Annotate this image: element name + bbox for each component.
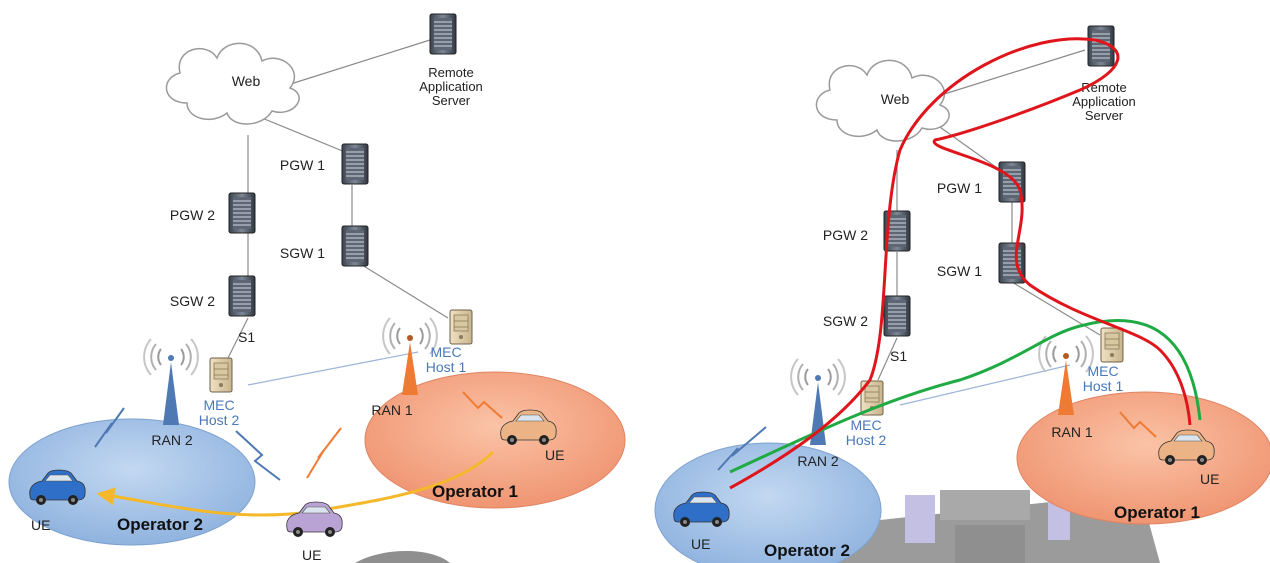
ue-mobile-label: UE <box>302 547 321 563</box>
right-web-label: Web <box>881 91 910 107</box>
left-diagram: Web Remote Application Server PGW 1 SGW … <box>8 13 626 563</box>
right-operator2-area <box>654 442 882 563</box>
op2-signal-icon <box>94 407 125 448</box>
s1-label: S1 <box>238 329 255 345</box>
right-sgw2-server-icon <box>883 295 911 337</box>
operator1-area <box>364 371 626 509</box>
ran1-tower-icon <box>402 342 418 395</box>
mec2-label-line1: MEC <box>203 397 234 413</box>
right-operator2-label: Operator 2 <box>764 541 850 560</box>
operator2-area <box>8 418 256 546</box>
right-ue-op2-label: UE <box>691 536 710 552</box>
ue-op1-label: UE <box>545 447 564 463</box>
op1-signal-icon <box>462 391 503 419</box>
right-op2-signal-icon <box>717 426 767 471</box>
right-ran1-tower-icon <box>1058 360 1074 415</box>
right-diagram: Web Remote Application Server PGW 1 SGW … <box>654 25 1270 563</box>
right-mec2-label-line2: Host 2 <box>846 432 887 448</box>
mobile-signal-ran2-icon <box>235 430 281 481</box>
mobile-signal-ran1-icon <box>306 427 342 479</box>
sgw1-label: SGW 1 <box>280 245 325 261</box>
right-ue-op1-label: UE <box>1200 471 1219 487</box>
remote-server-icon <box>429 13 457 55</box>
ran1-label: RAN 1 <box>371 402 412 418</box>
operator1-label: Operator 1 <box>432 482 518 501</box>
mec2-host-icon <box>209 357 233 393</box>
right-mec1-label-line1: MEC <box>1087 363 1118 379</box>
right-mec1-host-icon <box>1100 327 1124 363</box>
right-sgw1-label: SGW 1 <box>937 263 982 279</box>
ran2-tower-icon <box>163 362 179 425</box>
right-ran1-label: RAN 1 <box>1051 424 1092 440</box>
ran2-label: RAN 2 <box>151 432 192 448</box>
ue-op2-label: UE <box>31 517 50 533</box>
remote-label-line3: Server <box>432 93 471 108</box>
right-ran2-label: RAN 2 <box>797 453 838 469</box>
pgw2-label: PGW 2 <box>170 207 215 223</box>
right-operator1-label: Operator 1 <box>1114 503 1200 522</box>
red-cloud-path <box>729 37 1192 490</box>
pgw1-server-icon <box>341 143 369 185</box>
right-remote-label-line2: Application <box>1072 94 1136 109</box>
right-pgw1-label: PGW 1 <box>937 180 982 196</box>
operator2-label: Operator 2 <box>117 515 203 534</box>
green-edge-path <box>729 319 1202 474</box>
mec1-label-line2: Host 1 <box>426 359 467 375</box>
right-mec1-label-line2: Host 1 <box>1083 378 1124 394</box>
pgw1-label: PGW 1 <box>280 157 325 173</box>
right-op1-signal-icon <box>1119 411 1157 438</box>
right-remote-label-line3: Server <box>1085 108 1124 123</box>
right-operator1-area <box>1016 391 1270 525</box>
sgw2-server-icon <box>228 275 256 317</box>
right-s1-label: S1 <box>890 348 907 364</box>
mec2-label-line2: Host 2 <box>199 412 240 428</box>
pgw2-server-icon <box>228 192 256 234</box>
mec1-label-line1: MEC <box>430 344 461 360</box>
mec1-host-icon <box>449 309 473 345</box>
right-pgw2-label: PGW 2 <box>823 227 868 243</box>
web-label: Web <box>232 73 261 89</box>
road-fragment <box>355 550 450 563</box>
sgw2-label: SGW 2 <box>170 293 215 309</box>
sgw1-server-icon <box>341 225 369 267</box>
remote-label-line1: Remote <box>428 65 474 80</box>
left-links <box>226 39 449 386</box>
remote-label-line2: Application <box>419 79 483 94</box>
right-sgw2-label: SGW 2 <box>823 313 868 329</box>
right-mec2-label-line1: MEC <box>850 417 881 433</box>
